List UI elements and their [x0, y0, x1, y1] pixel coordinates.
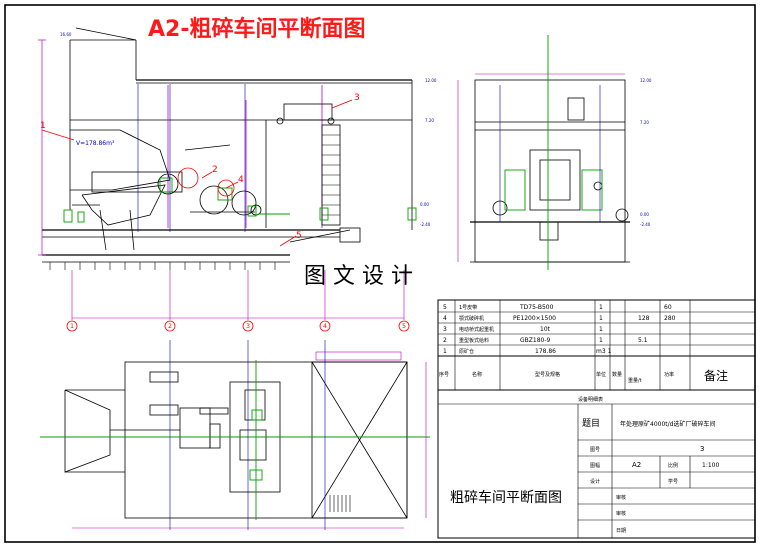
callout-leaders [41, 99, 353, 247]
side-section-dims [457, 73, 625, 262]
red-callout-circles [177, 167, 235, 197]
svg-text:1号皮带: 1号皮带 [459, 304, 477, 311]
ground-hatch [49, 262, 276, 270]
construction-lines [137, 84, 246, 232]
svg-text:重型板式给料: 重型板式给料 [459, 337, 489, 344]
svg-text:-2.40: -2.40 [420, 222, 431, 227]
svg-text:题目: 题目 [582, 418, 600, 429]
svg-text:比例: 比例 [668, 462, 678, 469]
svg-text:数量: 数量 [612, 371, 622, 378]
green-features [63, 177, 417, 223]
svg-text:4: 4 [238, 175, 244, 185]
svg-text:1: 1 [40, 121, 46, 131]
ladder [322, 134, 340, 216]
svg-text:颚式破碎机: 颚式破碎机 [459, 315, 484, 322]
svg-text:280: 280 [664, 315, 676, 322]
title-block [437, 389, 756, 539]
svg-text:1:100: 1:100 [702, 462, 719, 469]
svg-text:5: 5 [443, 304, 447, 311]
side-section-blue [499, 85, 601, 222]
svg-text:粗碎车间平断面图: 粗碎车间平断面图 [450, 489, 562, 506]
svg-text:60: 60 [664, 304, 672, 311]
svg-text:10t: 10t [540, 326, 551, 333]
svg-text:2: 2 [168, 323, 172, 330]
elevation-dimensions [38, 39, 46, 256]
svg-text:序号: 序号 [439, 371, 449, 378]
svg-text:图幅: 图幅 [590, 462, 600, 469]
plan-blue [169, 340, 326, 530]
svg-text:1: 1 [599, 326, 603, 333]
side-section-levels: 12.00 7.20 0.00 -2.40 [640, 78, 652, 227]
svg-text:12.00: 12.00 [640, 78, 652, 83]
sheet-border [4, 4, 756, 543]
svg-text:学号: 学号 [668, 478, 678, 485]
svg-text:7.20: 7.20 [425, 118, 434, 123]
plan-stair [329, 495, 351, 512]
svg-text:GBZ180-9: GBZ180-9 [520, 337, 550, 344]
svg-text:2: 2 [443, 337, 447, 344]
elevation-view [42, 27, 413, 263]
svg-text:3: 3 [246, 323, 250, 330]
svg-text:1: 1 [599, 315, 603, 322]
svg-text:5: 5 [402, 323, 406, 330]
svg-text:备注: 备注 [704, 368, 728, 383]
svg-text:0.00: 0.00 [420, 202, 429, 207]
svg-text:7.20: 7.20 [640, 120, 649, 125]
svg-text:-2.40: -2.40 [640, 222, 651, 227]
svg-text:5: 5 [296, 231, 302, 241]
bom-table [437, 299, 756, 391]
svg-text:4: 4 [323, 323, 327, 330]
svg-text:审核: 审核 [616, 510, 626, 517]
svg-text:设备明细表: 设备明细表 [578, 396, 603, 403]
svg-text:审核: 审核 [616, 494, 626, 501]
svg-text:128: 128 [638, 315, 650, 322]
watermark: 图 文 设 计 [304, 264, 413, 289]
svg-text:4: 4 [443, 315, 447, 322]
svg-text:178.86: 178.86 [535, 348, 556, 355]
svg-text:A2: A2 [632, 461, 641, 469]
svg-text:3: 3 [443, 326, 447, 333]
svg-text:5.1: 5.1 [638, 337, 648, 344]
callout-numbers: 1 2 3 4 5 [40, 93, 360, 241]
svg-text:型号及规格: 型号及规格 [535, 371, 560, 378]
svg-text:1: 1 [599, 337, 603, 344]
svg-text:m3 1: m3 1 [596, 348, 612, 355]
axis-row: 1 2 3 4 5 [66, 270, 410, 332]
svg-text:2: 2 [212, 165, 218, 175]
svg-text:日期: 日期 [616, 528, 626, 534]
svg-text:TD75-B500: TD75-B500 [519, 304, 554, 311]
svg-text:图号: 图号 [590, 447, 600, 453]
svg-text:1: 1 [443, 348, 447, 355]
bom-rows: 5 1号皮带 TD75-B500 1 60 4 颚式破碎机 PE1200×150… [443, 304, 676, 355]
drawing-red-title: A2-粗碎车间平断面图 [148, 16, 365, 42]
level-marks: 16.60 12.00 7.20 0.00 -2.40 [60, 32, 437, 227]
svg-text:名称: 名称 [472, 371, 482, 378]
svg-text:设计: 设计 [590, 478, 600, 485]
svg-text:重量/t: 重量/t [628, 377, 642, 384]
svg-text:12.00: 12.00 [425, 78, 437, 83]
svg-text:1: 1 [599, 304, 603, 311]
svg-text:单位: 单位 [596, 371, 606, 378]
svg-text:1: 1 [70, 323, 74, 330]
svg-text:16.60: 16.60 [60, 32, 72, 37]
svg-text:电动桥式起重机: 电动桥式起重机 [459, 326, 494, 333]
side-section-view [470, 79, 630, 263]
svg-text:原矿仓: 原矿仓 [459, 348, 474, 355]
svg-text:3: 3 [354, 93, 360, 103]
plan-green [40, 360, 430, 520]
svg-text:0.00: 0.00 [640, 212, 649, 217]
title-block-text: 设备明细表 题目 年处理原矿4000t/d选矿厂破碎车间 图号 3 图幅 A2 … [450, 396, 719, 534]
svg-text:3: 3 [700, 445, 704, 453]
svg-text:PE1200×1500: PE1200×1500 [513, 315, 556, 322]
svg-text:年处理原矿4000t/d选矿厂破碎车间: 年处理原矿4000t/d选矿厂破碎车间 [620, 420, 715, 428]
bom-header: 序号 名称 型号及规格 单位 数量 重量/t 功率 备注 [439, 368, 728, 384]
volume-label: V=178.86m³ [76, 140, 115, 147]
plan-magenta [72, 351, 427, 529]
svg-text:功率: 功率 [664, 371, 674, 378]
